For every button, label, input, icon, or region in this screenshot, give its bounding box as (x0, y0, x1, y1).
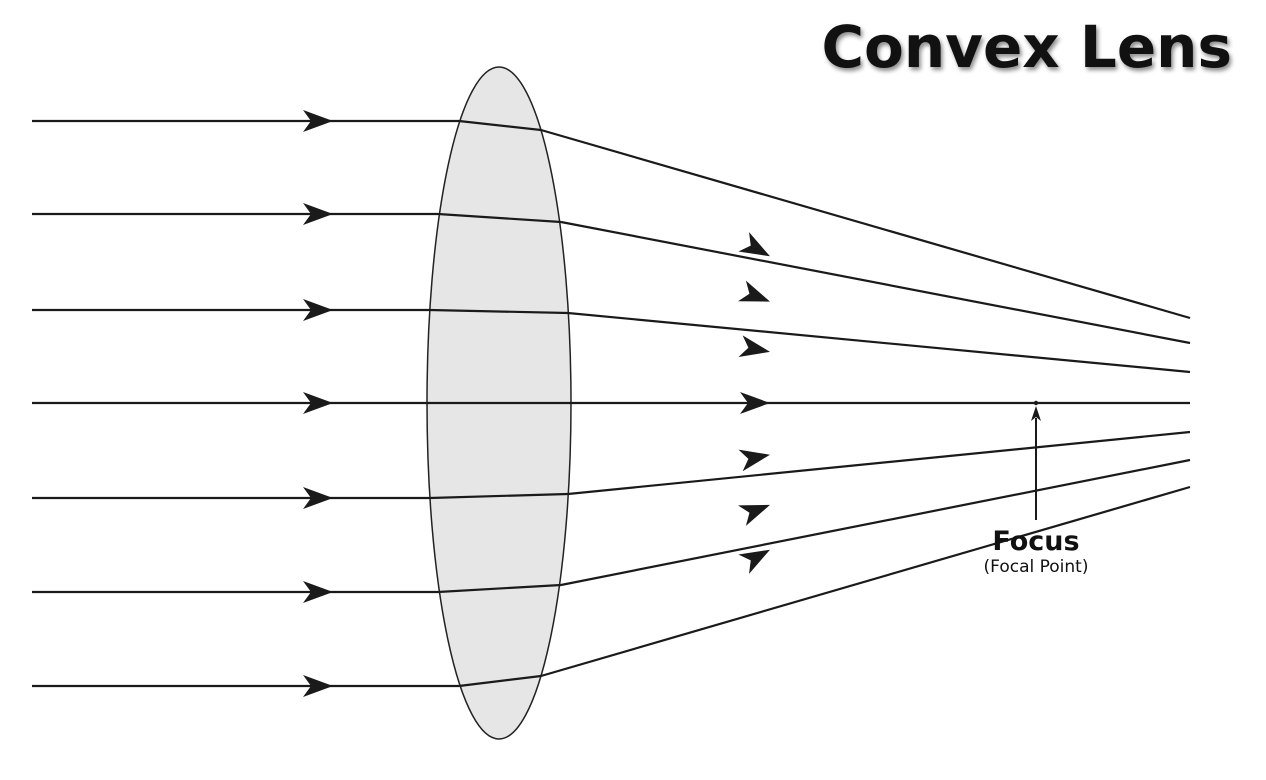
outgoing-arrow-3 (738, 335, 770, 357)
focus-text: Focus (992, 526, 1080, 557)
lens-segment-6 (437, 583, 562, 594)
lens-segment-2 (437, 212, 562, 224)
outgoing-arrow-4 (740, 392, 770, 414)
incoming-arrow-3 (303, 299, 333, 321)
outgoing-ray-5 (567, 430, 1191, 496)
outgoing-arrow-2 (738, 280, 770, 302)
focus-label: Focus (Focal Point) (966, 527, 1106, 577)
lens-segment-5 (429, 492, 569, 500)
lens-segment-7 (458, 674, 542, 688)
outgoing-ray-7 (540, 485, 1191, 678)
incoming-arrow-7 (303, 675, 333, 697)
focus-pointer-arrow (1031, 406, 1041, 520)
incoming-arrow-6 (303, 581, 333, 603)
outgoing-ray-1 (540, 128, 1191, 320)
outgoing-arrow-1 (738, 232, 770, 257)
diagram-title: Convex Lens (821, 13, 1232, 81)
lens-segment-3 (429, 308, 569, 315)
outgoing-ray-3 (567, 311, 1191, 374)
focal-point-text: (Focal Point) (983, 556, 1089, 577)
incoming-arrow-5 (303, 487, 333, 509)
incoming-arrow-4 (303, 392, 333, 414)
outgoing-arrow-5 (738, 449, 770, 472)
outgoing-ray-2 (560, 220, 1191, 345)
lens-segment-1 (458, 119, 542, 132)
focal-point (1033, 400, 1039, 406)
outgoing-arrow-7 (738, 549, 770, 574)
incoming-arrow-2 (303, 203, 333, 225)
incoming-arrow-1 (303, 110, 333, 132)
light-rays (32, 110, 1191, 697)
outgoing-arrow-6 (738, 504, 770, 526)
outgoing-ray-6 (560, 458, 1191, 587)
